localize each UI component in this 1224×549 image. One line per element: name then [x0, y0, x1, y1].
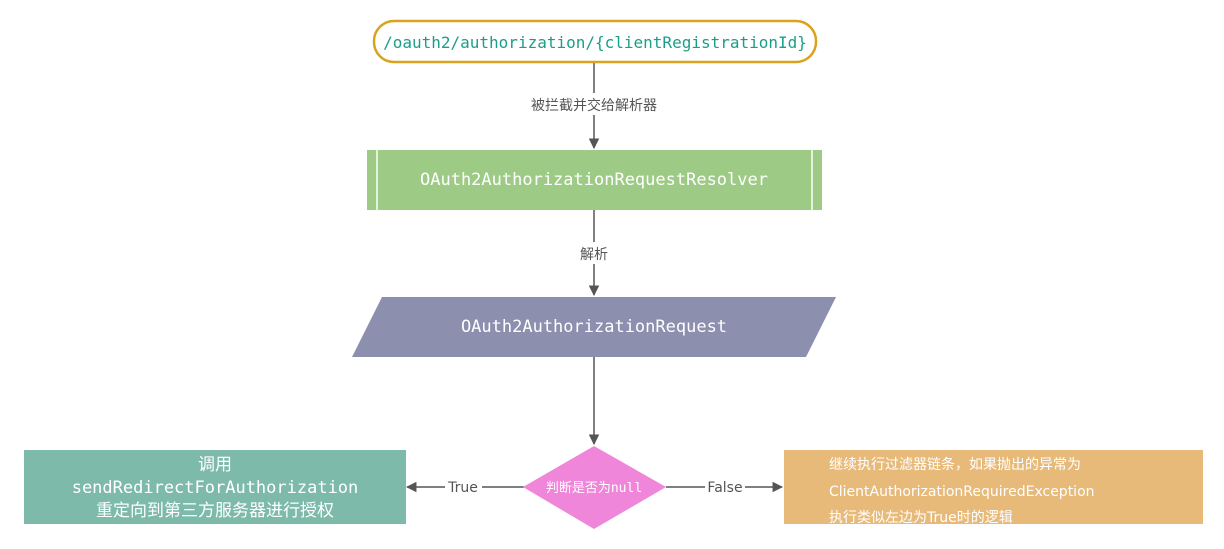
edge-label-parse: 解析: [580, 247, 608, 263]
start-node: /oauth2/authorization/{clientRegistratio…: [372, 19, 818, 64]
edge-label-true: True: [447, 480, 478, 496]
left-action-line1: 调用: [198, 455, 232, 475]
edge-label-false: False: [707, 480, 742, 496]
resolver-node: OAuth2AuthorizationRequestResolver: [367, 150, 822, 210]
left-action-line2: sendRedirectForAuthorization: [72, 478, 359, 498]
right-action-line3: 执行类似左边为True时的逻辑: [829, 510, 1013, 526]
left-action-line3: 重定向到第三方服务器进行授权: [96, 501, 334, 521]
decision-label-code: null: [611, 481, 642, 496]
start-node-label: /oauth2/authorization/{clientRegistratio…: [383, 33, 807, 52]
connectors: [405, 62, 784, 493]
right-action-line2: ClientAuthorizationRequiredException: [829, 484, 1095, 500]
decision-node: 判断是否为null: [523, 446, 666, 529]
resolver-node-label: OAuth2AuthorizationRequestResolver: [420, 170, 768, 190]
right-action-node: 继续执行过滤器链条，如果抛出的异常为 ClientAuthorizationRe…: [784, 450, 1203, 526]
right-action-line1: 继续执行过滤器链条，如果抛出的异常为: [829, 456, 1081, 473]
decision-label-prefix: 判断是否为: [546, 481, 611, 496]
request-node-label: OAuth2AuthorizationRequest: [461, 317, 727, 337]
left-action-node: 调用 sendRedirectForAuthorization 重定向到第三方服…: [24, 450, 406, 524]
edge-label-intercept: 被拦截并交给解析器: [531, 97, 657, 114]
request-node: OAuth2AuthorizationRequest: [352, 297, 836, 357]
decision-node-label: 判断是否为null: [546, 481, 642, 496]
